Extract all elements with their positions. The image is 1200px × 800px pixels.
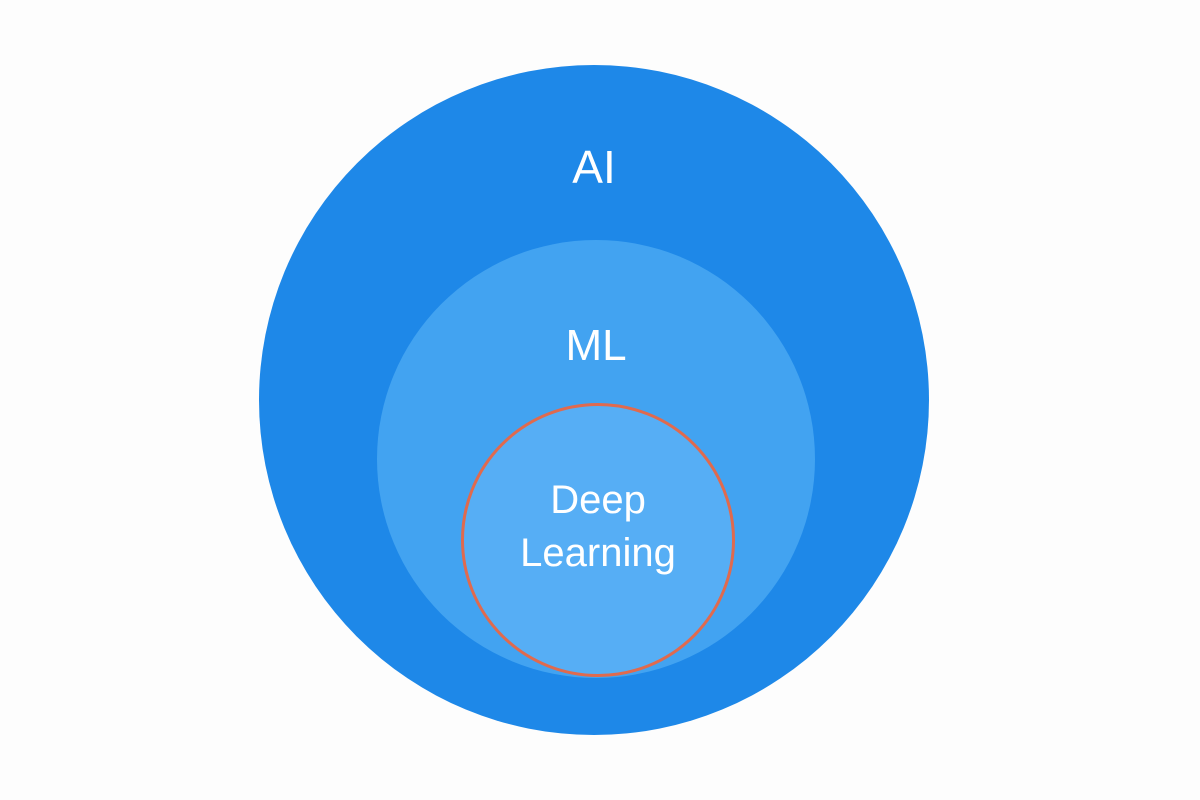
deep-learning-circle <box>461 403 735 677</box>
deep-learning-label: Deep Learning <box>473 474 723 580</box>
deep-learning-label-line-2: Learning <box>520 530 676 575</box>
ml-label: ML <box>565 321 627 370</box>
ai-label: AI <box>572 141 616 193</box>
deep-learning-label-line-1: Deep <box>550 478 646 522</box>
